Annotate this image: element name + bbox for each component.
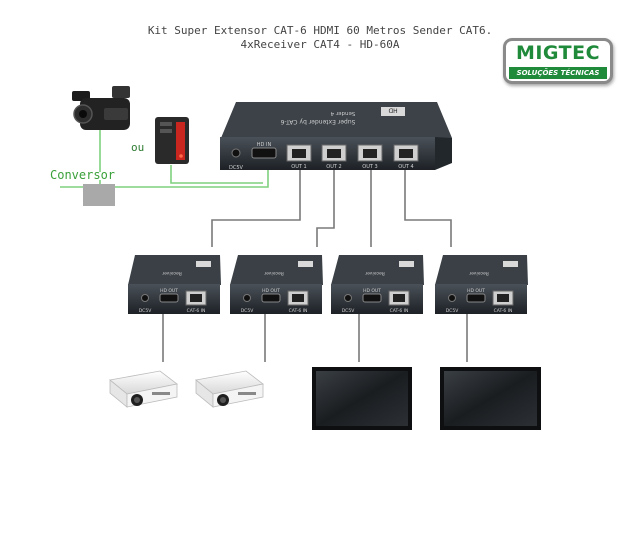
- receiver-2-out: HD OUT: [262, 288, 280, 294]
- pc-tower-icon: [155, 117, 189, 164]
- sender-dc-port: [231, 148, 241, 158]
- projector-1-icon: [109, 370, 178, 408]
- receiver-4-dc: DC5V: [446, 308, 459, 314]
- hdmi-receiver-4: Receiver DC5V HD OUT CAT-6 IN: [435, 255, 528, 314]
- diagram-title-line1: Kit Super Extensor CAT-6 HDMI 60 Metros …: [147, 24, 493, 37]
- receiver-4-tag: Receiver: [469, 270, 489, 276]
- tv-display-2-icon: [440, 367, 541, 430]
- sender-out-label-1: OUT 1: [291, 164, 306, 170]
- receiver-1-tag: Receiver: [162, 270, 182, 276]
- hdmi-receiver-1: Receiver DC5V HD OUT CAT-6 IN: [128, 255, 221, 314]
- cable-out4: [404, 168, 452, 247]
- receiver-3-dc: DC5V: [342, 308, 355, 314]
- receiver-3-out: HD OUT: [363, 288, 381, 294]
- receiver-4-out: HD OUT: [467, 288, 485, 294]
- cable-out1: [211, 168, 301, 247]
- receiver-1-cat: CAT-6 IN: [187, 308, 206, 314]
- projector-2-icon: [195, 370, 264, 408]
- hdmi-receiver-2: Receiver DC5V HD OUT CAT-6 IN: [230, 255, 323, 314]
- tv-display-1-icon: [312, 367, 412, 430]
- receiver-1-dc: DC5V: [139, 308, 152, 314]
- cat6-cables: [162, 168, 468, 362]
- converter-label: Conversor: [50, 168, 116, 182]
- sender-model-line1: Super Extender by CAT-6: [280, 118, 355, 125]
- sender-out-label-3: OUT 3: [362, 164, 377, 170]
- sender-hdmi-in-label: HD IN: [257, 142, 272, 148]
- receiver-3-tag: Receiver: [365, 270, 385, 276]
- converter-cable: [60, 166, 269, 188]
- cable-out2: [316, 168, 335, 247]
- sender-hdmi-port: [251, 147, 277, 159]
- logo-tagline: SOLUÇÕES TÉCNICAS: [509, 67, 607, 79]
- pc-cable: [170, 165, 263, 184]
- receiver-2-tag: Receiver: [264, 270, 284, 276]
- sender-model-line2: Sender 4: [330, 110, 355, 116]
- sender-brand: HD: [388, 107, 398, 114]
- camcorder-icon: [72, 86, 130, 130]
- converter-box: [83, 184, 115, 206]
- sender-out-label-4: OUT 4: [398, 164, 413, 170]
- receiver-2-cat: CAT-6 IN: [289, 308, 308, 314]
- sender-dc-label: DC5V: [229, 165, 244, 171]
- sender-out-label-2: OUT 2: [326, 164, 341, 170]
- diagram-title-line2: 4xReceiver CAT4 - HD-60A: [240, 38, 400, 51]
- hdmi-receiver-3: Receiver DC5V HD OUT CAT-6 IN: [331, 255, 424, 314]
- migtec-logo: MIGTEC SOLUÇÕES TÉCNICAS: [503, 38, 613, 84]
- receiver-2-dc: DC5V: [241, 308, 254, 314]
- hdmi-sender-splitter: HD Super Extender by CAT-6 Sender 4 DC5V…: [220, 102, 452, 171]
- receiver-1-out: HD OUT: [160, 288, 178, 294]
- receiver-3-cat: CAT-6 IN: [390, 308, 409, 314]
- receiver-4-cat: CAT-6 IN: [494, 308, 513, 314]
- logo-name: MIGTEC: [515, 42, 601, 64]
- or-label: ou: [131, 141, 145, 154]
